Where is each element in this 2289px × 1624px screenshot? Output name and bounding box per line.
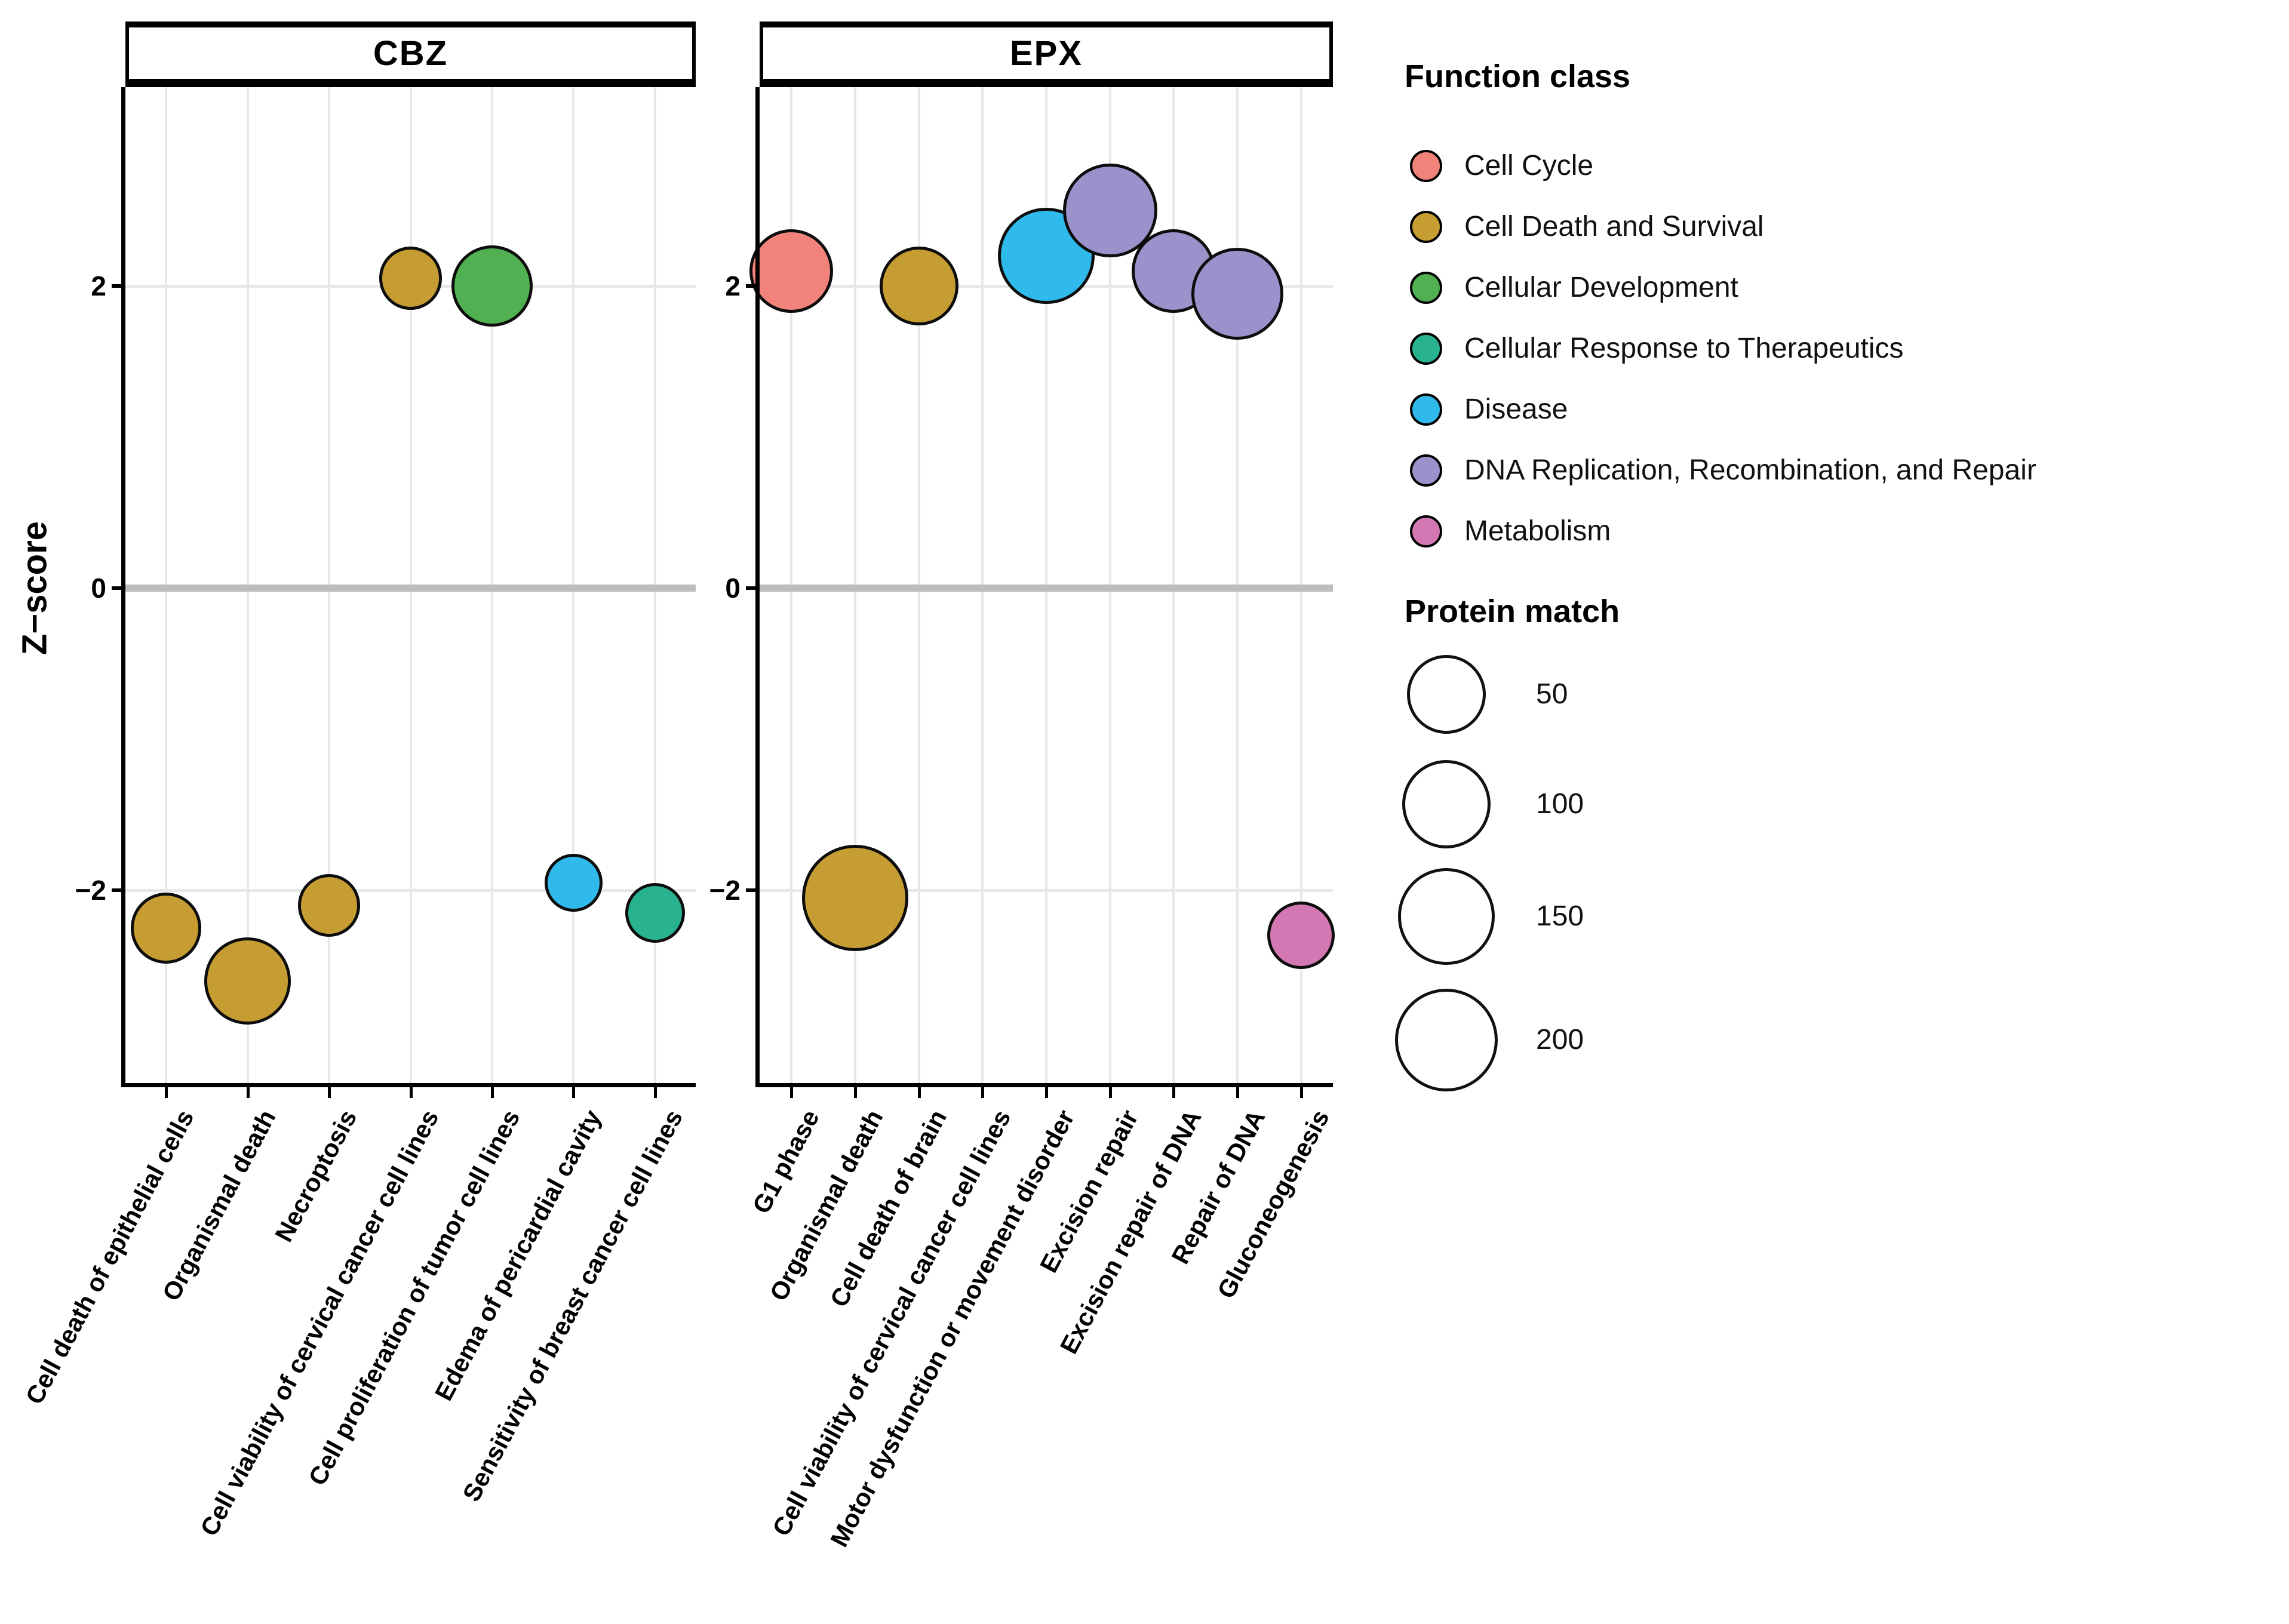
x-label-cbz-necroptosis: Necroptosis <box>269 1105 362 1247</box>
bubble-epx-g1-phase <box>749 229 834 313</box>
legend-label-cellular-development: Cellular Development <box>1464 272 1738 303</box>
legend-label-cell-death-and-survival: Cell Death and Survival <box>1464 211 1764 242</box>
x-tick-epx-excision-repair <box>1108 1087 1112 1098</box>
legend-label-disease: Disease <box>1464 393 1568 425</box>
bubble-cbz-necroptosis <box>297 873 361 937</box>
bubble-cbz-cell-proliferation-of-tumor-cell-lines <box>451 245 533 327</box>
x-axis-line-cbz <box>121 1083 696 1087</box>
size-legend-circle-200 <box>1394 988 1498 1091</box>
x-tick-epx-cell-viability-of-cervical-cancer-cell-lines <box>981 1087 985 1098</box>
legend-label-cellular-response-to-therapeutics: Cellular Response to Therapeutics <box>1464 333 1904 364</box>
size-legend-circle-100 <box>1402 759 1491 849</box>
facet-title-cbz: CBZ <box>373 33 448 73</box>
x-tick-epx-excision-repair-of-dna <box>1172 1087 1176 1098</box>
y-tick-label-epx--2: −2 <box>709 875 741 906</box>
gridline-z--2 <box>125 889 696 892</box>
size-legend-label-50: 50 <box>1536 678 1568 710</box>
facet-strip-cbz: CBZ <box>125 21 696 87</box>
legend-label-metabolism: Metabolism <box>1464 515 1611 547</box>
y-tick-label-cbz-0: 0 <box>91 573 106 604</box>
legend-swatch-cellular-response-to-therapeutics <box>1410 333 1442 365</box>
y-tick-label-cbz-2: 2 <box>91 270 106 302</box>
gridline-z--2 <box>760 889 1333 892</box>
size-legend-label-100: 100 <box>1536 788 1584 820</box>
x-tick-cbz-cell-death-of-epithelial-cells <box>165 1087 168 1098</box>
legend-swatch-cell-death-and-survival <box>1410 211 1442 243</box>
legend-swatch-metabolism <box>1410 515 1442 548</box>
x-tick-epx-organismal-death <box>854 1087 857 1098</box>
facet-strip-epx: EPX <box>760 21 1333 87</box>
x-label-epx-cell-death-of-brain: Cell death of brain <box>824 1105 953 1312</box>
x-label-epx-motor-dysfunction-or-movement-disorder: Motor dysfunction or movement disorder <box>824 1105 1080 1552</box>
y-axis-line-epx <box>755 87 760 1087</box>
bubble-epx-repair-of-dna <box>1191 247 1283 340</box>
legend-label-cell-cycle: Cell Cycle <box>1464 150 1594 182</box>
bubble-epx-gluconeogenesis <box>1267 902 1335 970</box>
size-legend-circle-150 <box>1398 868 1495 965</box>
legend-swatch-dna-replication-recombination-and-repair <box>1410 454 1442 487</box>
bubble-cbz-sensitivity-of-breast-cancer-cell-lines <box>625 882 685 943</box>
zero-line <box>760 585 1333 592</box>
x-tick-epx-g1-phase <box>790 1087 794 1098</box>
bubble-epx-organismal-death <box>802 844 908 951</box>
bubble-epx-cell-death-of-brain <box>879 246 958 325</box>
y-tick-cbz-0 <box>112 586 121 590</box>
protein-match-legend-title: Protein match <box>1405 593 1620 629</box>
bubble-cbz-organismal-death <box>204 937 291 1025</box>
y-axis-title: Z−score <box>15 521 54 656</box>
zero-line <box>125 585 696 592</box>
y-tick-epx-0 <box>746 586 755 590</box>
facet-title-epx: EPX <box>1009 33 1083 73</box>
y-tick-epx-2 <box>746 284 755 288</box>
x-axis-line-epx <box>755 1083 1333 1087</box>
x-tick-cbz-cell-viability-of-cervical-cancer-cell-lines <box>409 1087 413 1098</box>
x-tick-cbz-organismal-death <box>246 1087 250 1098</box>
x-tick-epx-gluconeogenesis <box>1299 1087 1303 1098</box>
bubble-cbz-cell-death-of-epithelial-cells <box>130 892 202 964</box>
x-tick-cbz-edema-of-pericardial-cavity <box>572 1087 576 1098</box>
size-legend-label-150: 150 <box>1536 900 1584 932</box>
x-tick-epx-motor-dysfunction-or-movement-disorder <box>1045 1087 1048 1098</box>
bubble-cbz-cell-viability-of-cervical-cancer-cell-lines <box>379 247 443 310</box>
legend-swatch-cell-cycle <box>1410 150 1442 182</box>
bubble-cbz-edema-of-pericardial-cavity <box>544 853 603 912</box>
size-legend-label-200: 200 <box>1536 1024 1584 1056</box>
x-tick-cbz-necroptosis <box>328 1087 331 1098</box>
y-axis-line-cbz <box>121 87 125 1087</box>
panel-epx <box>749 87 1335 1083</box>
x-tick-cbz-cell-proliferation-of-tumor-cell-lines <box>490 1087 494 1098</box>
x-label-cbz-cell-death-of-epithelial-cells: Cell death of epithelial cells <box>20 1105 199 1409</box>
y-tick-cbz--2 <box>112 888 121 892</box>
x-tick-epx-repair-of-dna <box>1236 1087 1239 1098</box>
bubble-epx-excision-repair <box>1062 163 1157 258</box>
y-tick-label-epx-0: 0 <box>725 573 741 604</box>
y-tick-label-cbz--2: −2 <box>75 875 106 906</box>
panel-cbz <box>125 87 696 1083</box>
y-tick-label-epx-2: 2 <box>725 270 741 302</box>
y-tick-cbz-2 <box>112 284 121 288</box>
size-legend-circle-50 <box>1406 654 1486 734</box>
legend-label-dna-replication-recombination-and-repair: DNA Replication, Recombination, and Repa… <box>1464 454 2036 486</box>
x-label-cbz-edema-of-pericardial-cavity: Edema of pericardial cavity <box>429 1105 607 1405</box>
legend-swatch-disease <box>1410 393 1442 426</box>
legend-swatch-cellular-development <box>1410 272 1442 304</box>
y-tick-epx--2 <box>746 888 755 892</box>
function-class-legend-title: Function class <box>1405 59 1631 94</box>
x-tick-cbz-sensitivity-of-breast-cancer-cell-lines <box>653 1087 657 1098</box>
x-tick-epx-cell-death-of-brain <box>917 1087 921 1098</box>
